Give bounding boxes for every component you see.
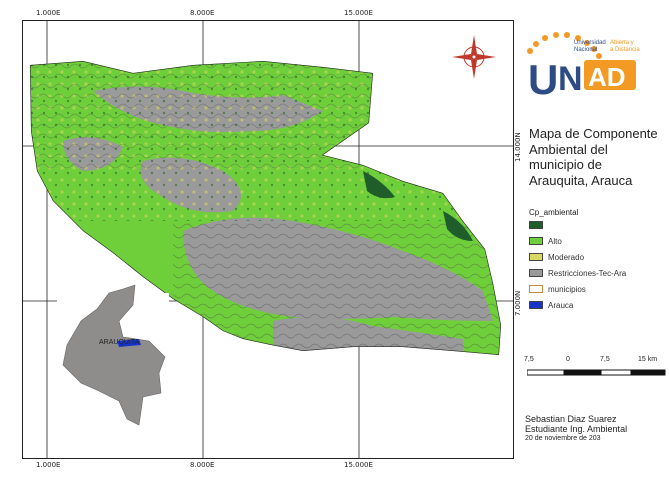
map-title-line2: Ambiental del — [529, 141, 608, 157]
scale-label-3: 7,5 — [600, 356, 610, 363]
map-title-line3: municipio de — [529, 157, 602, 172]
legend-swatch-arauca — [529, 301, 543, 309]
grid-top-label-1: 1.000E — [36, 9, 61, 17]
legend-swatch-moderado — [529, 253, 543, 261]
credits-date: 20 de noviembre de 203 — [525, 435, 601, 442]
map-title-line4: Arauquita, Arauca — [529, 172, 633, 188]
svg-text:N: N — [558, 60, 583, 98]
credits: Sebastian Diaz Suarez Estudiante Ing. Am… — [525, 414, 669, 444]
map-title: Mapa de Componente Ambiental del municip… — [529, 126, 669, 188]
scale-label-1: 7,5 — [524, 356, 534, 363]
map-title-line1: Mapa de Componente — [529, 126, 658, 141]
svg-text:U: U — [528, 56, 558, 103]
logo-university-line2: Nacional — [574, 47, 597, 53]
logo-ad: AD — [588, 62, 626, 92]
legend-label-municipios: municipios — [548, 284, 586, 294]
legend-label-arauca: Arauca — [548, 300, 574, 310]
scale-bar — [527, 369, 666, 376]
legend-item-arauca: Arauca — [529, 300, 573, 310]
logo-tag-line2: a Distancia — [610, 47, 640, 53]
compass-rose-icon — [452, 35, 496, 79]
credits-name: Sebastian Diaz Suarez — [525, 414, 617, 424]
grid-top-label-2: 8.000E — [190, 9, 215, 17]
legend-label-alto: Alto — [548, 236, 562, 246]
grid-top-label-3: 15.000E — [344, 9, 373, 17]
map-frame[interactable]: ARAUQUITA — [22, 20, 514, 459]
legend-swatch-alto — [529, 237, 543, 245]
legend-label-moderado: Moderado — [548, 252, 585, 262]
colombia-shape — [62, 284, 166, 426]
grid-bottom-label-1: 1.000E — [36, 461, 61, 469]
legend-item-moderado: Moderado — [529, 252, 584, 262]
inset-map: ARAUQUITA — [57, 284, 169, 435]
legend-label-restricciones: Restricciones-Tec-Ara — [548, 268, 627, 278]
unad-logo: U N AD Universidad Nacional Abierta y a … — [527, 32, 640, 103]
legend-title: Cp_ambiental — [529, 208, 579, 217]
legend-panel: U N AD Universidad Nacional Abierta y a … — [518, 20, 668, 457]
scale-label-2: 0 — [566, 356, 570, 363]
logo-tag-line1: Abierta y — [610, 40, 634, 46]
scale-label-4: 15 km — [638, 356, 658, 363]
dark-patch — [363, 171, 395, 199]
legend-item-municipios: municipios — [529, 284, 586, 294]
map-canvas[interactable]: ARAUQUITA — [23, 21, 513, 458]
dark-patch — [443, 211, 473, 241]
legend-item-alto: Alto — [529, 236, 562, 246]
grid-bottom-label-3: 15.000E — [344, 461, 373, 469]
logo-university-line1: Universidad — [574, 40, 606, 46]
credits-role: Estudiante Ing. Ambiental — [525, 424, 628, 434]
grid-bottom-label-2: 8.000E — [190, 461, 215, 469]
arauca-shape — [117, 339, 141, 347]
legend-swatch-restricciones — [529, 269, 543, 277]
legend-item-header — [529, 220, 548, 230]
inset-label: ARAUQUITA — [99, 339, 140, 346]
legend-swatch-header — [529, 221, 543, 229]
legend-item-restricciones: Restricciones-Tec-Ara — [529, 268, 626, 278]
legend-swatch-municipios — [529, 285, 543, 293]
